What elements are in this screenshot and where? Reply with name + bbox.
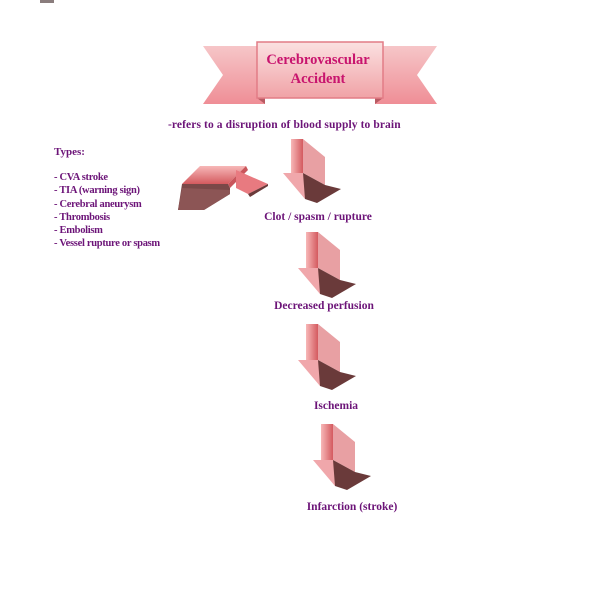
definition-text: -refers to a disruption of blood supply … <box>168 119 401 131</box>
flow-step-label: Decreased perfusion <box>274 300 374 312</box>
right-arrow-icon <box>178 166 268 210</box>
down-arrow-icon <box>283 139 341 203</box>
diagram-title: Cerebrovascular Accident <box>258 42 378 98</box>
types-heading: Types: <box>54 146 85 158</box>
type-item: - Thrombosis <box>54 211 110 223</box>
type-item: - Vessel rupture or spasm <box>54 238 160 250</box>
type-item: - CVA stroke <box>54 172 108 183</box>
down-arrow-icon <box>298 324 356 390</box>
title-line-1: Cerebrovascular <box>266 52 370 68</box>
type-item: - TIA (warning sign) <box>54 185 140 197</box>
title-line-2: Accident <box>290 71 346 87</box>
flow-step-label: Clot / spasm / rupture <box>264 211 372 223</box>
types-list: - CVA stroke - TIA (warning sign) - Cere… <box>54 171 160 251</box>
flow-step-label: Infarction (stroke) <box>306 501 398 513</box>
type-item: - Cerebral aneurysm <box>54 198 142 210</box>
corner-mark <box>40 0 54 3</box>
down-arrow-icon <box>298 232 356 298</box>
flow-step-label: Ischemia <box>313 400 359 412</box>
down-arrow-icon <box>313 424 371 490</box>
title-banner <box>203 41 437 104</box>
type-item: - Embolism <box>54 225 103 237</box>
